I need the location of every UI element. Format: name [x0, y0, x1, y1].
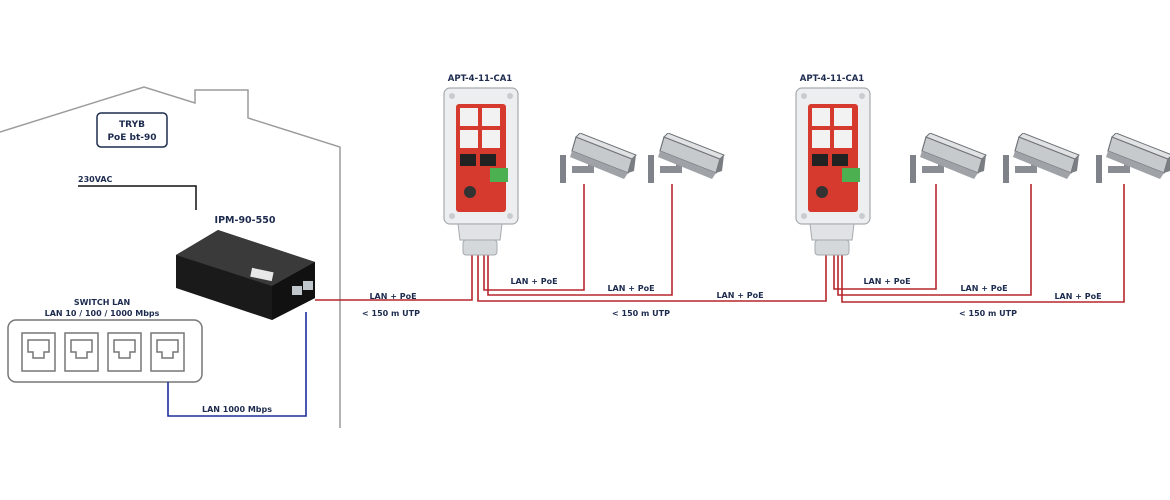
camera-4-icon: [1002, 133, 1080, 184]
switch-subtitle: LAN 10 / 100 / 1000 Mbps: [45, 309, 160, 318]
poe-injector-icon: [176, 230, 315, 320]
lan-1000-cable: [167, 312, 307, 417]
camera-2-icon: [647, 133, 725, 184]
distance-label-1: < 150 m UTP: [362, 309, 420, 318]
link-label-injector: LAN + PoE: [369, 292, 416, 301]
splitter1-icon: [443, 87, 519, 256]
link-label-cam5: LAN + PoE: [1054, 292, 1101, 301]
house-outline: [0, 86, 341, 428]
mode-box: TRYB PoE bt-90: [96, 112, 168, 148]
splitter2-icon: [795, 87, 871, 256]
switch-icon: [7, 319, 203, 383]
splitter2-label: APT-4-11-CA1: [800, 74, 864, 84]
link-label-cam1: LAN + PoE: [510, 277, 557, 286]
injector-label: IPM-90-550: [215, 215, 276, 226]
power-cable: [78, 185, 197, 210]
distance-label-2: < 150 m UTP: [612, 309, 670, 318]
mode-box-line2: PoE bt-90: [107, 133, 156, 143]
camera-5-icon: [1095, 133, 1170, 184]
power-label: 230VAC: [78, 175, 113, 184]
camera-3-icon: [909, 133, 987, 184]
link-label-cam3: LAN + PoE: [863, 277, 910, 286]
camera-1-icon: [559, 133, 637, 184]
splitter1-label: APT-4-11-CA1: [448, 74, 512, 84]
switch-title: SWITCH LAN: [74, 298, 130, 307]
distance-label-3: < 150 m UTP: [959, 309, 1017, 318]
link-label-cam2: LAN + PoE: [607, 284, 654, 293]
poe-cabling: [315, 184, 1125, 303]
switch-link-label: LAN 1000 Mbps: [202, 405, 272, 414]
link-label-cam4: LAN + PoE: [960, 284, 1007, 293]
mode-box-line1: TRYB: [119, 120, 145, 130]
link-label-splitter2: LAN + PoE: [716, 291, 763, 300]
